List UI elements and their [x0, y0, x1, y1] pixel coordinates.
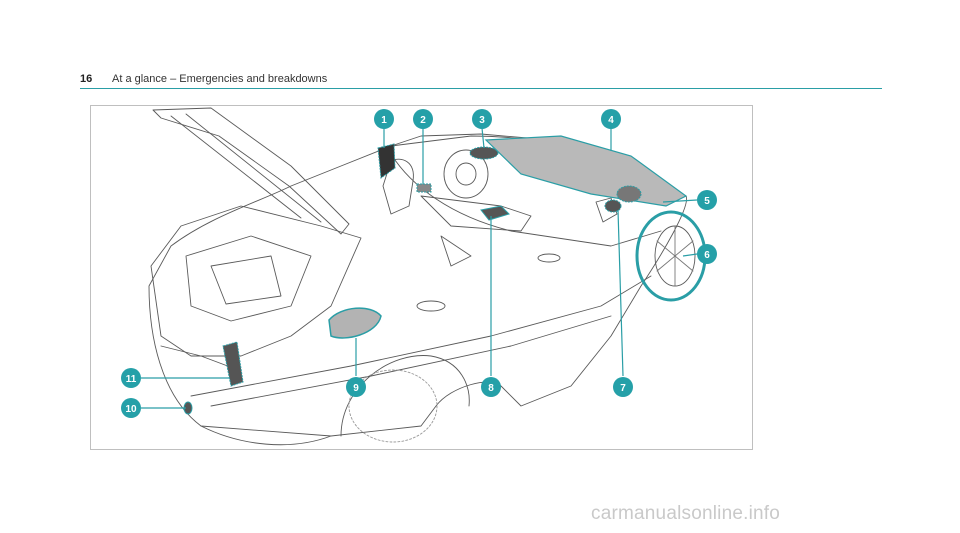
svg-text:7: 7: [620, 383, 626, 394]
leader-lines: [141, 127, 698, 409]
component-4-marker: [484, 135, 688, 207]
callout-6: 6: [697, 244, 717, 264]
component-7-marker: [604, 199, 622, 213]
svg-text:10: 10: [125, 404, 137, 415]
svg-text:1: 1: [381, 115, 387, 126]
svg-text:8: 8: [488, 383, 494, 394]
callout-11: 11: [121, 368, 141, 388]
callout-1: 1: [374, 109, 394, 129]
svg-text:6: 6: [704, 250, 710, 261]
callout-5: 5: [697, 190, 717, 210]
highlighted-components: [183, 135, 707, 415]
rear-wheel-arch: [340, 355, 470, 437]
svg-text:4: 4: [608, 115, 614, 126]
svg-text:2: 2: [420, 115, 426, 126]
component-2-marker: [416, 183, 432, 193]
callout-10: 10: [121, 398, 141, 418]
callout-7: 7: [613, 377, 633, 397]
svg-text:11: 11: [126, 374, 137, 385]
callout-3: 3: [472, 109, 492, 129]
svg-text:9: 9: [353, 383, 359, 394]
open-hood: [152, 107, 350, 235]
callout-9: 9: [346, 377, 366, 397]
component-1-marker: [377, 143, 396, 179]
callout-4: 4: [601, 109, 621, 129]
component-8-marker: [480, 205, 510, 221]
component-9-marker: [328, 307, 382, 339]
component-5-marker: [616, 185, 642, 203]
page-number: 16: [80, 73, 93, 85]
callout-2: 2: [413, 109, 433, 129]
car-illustration: 1 2 3 4 5 6 7 8 9 10 11: [121, 107, 717, 446]
vehicle-overview-figure: 1 2 3 4 5 6 7 8 9 10 11: [90, 105, 753, 450]
svg-text:3: 3: [479, 115, 485, 126]
section-title: At a glance – Emergencies and breakdowns: [112, 73, 328, 85]
page-header: 16 At a glance – Emergencies and breakdo…: [80, 73, 880, 89]
component-3-marker: [469, 146, 499, 160]
watermark-text: carmanualsonline.info: [591, 503, 781, 524]
component-11-marker: [222, 341, 244, 387]
steering-wheel: [443, 149, 489, 199]
seat: [382, 158, 414, 215]
callout-markers: 1 2 3 4 5 6 7 8 9 10 11: [121, 109, 717, 418]
engine-bay: [150, 205, 362, 357]
header-rule: [80, 88, 882, 89]
callout-8: 8: [481, 377, 501, 397]
svg-text:5: 5: [704, 196, 710, 207]
